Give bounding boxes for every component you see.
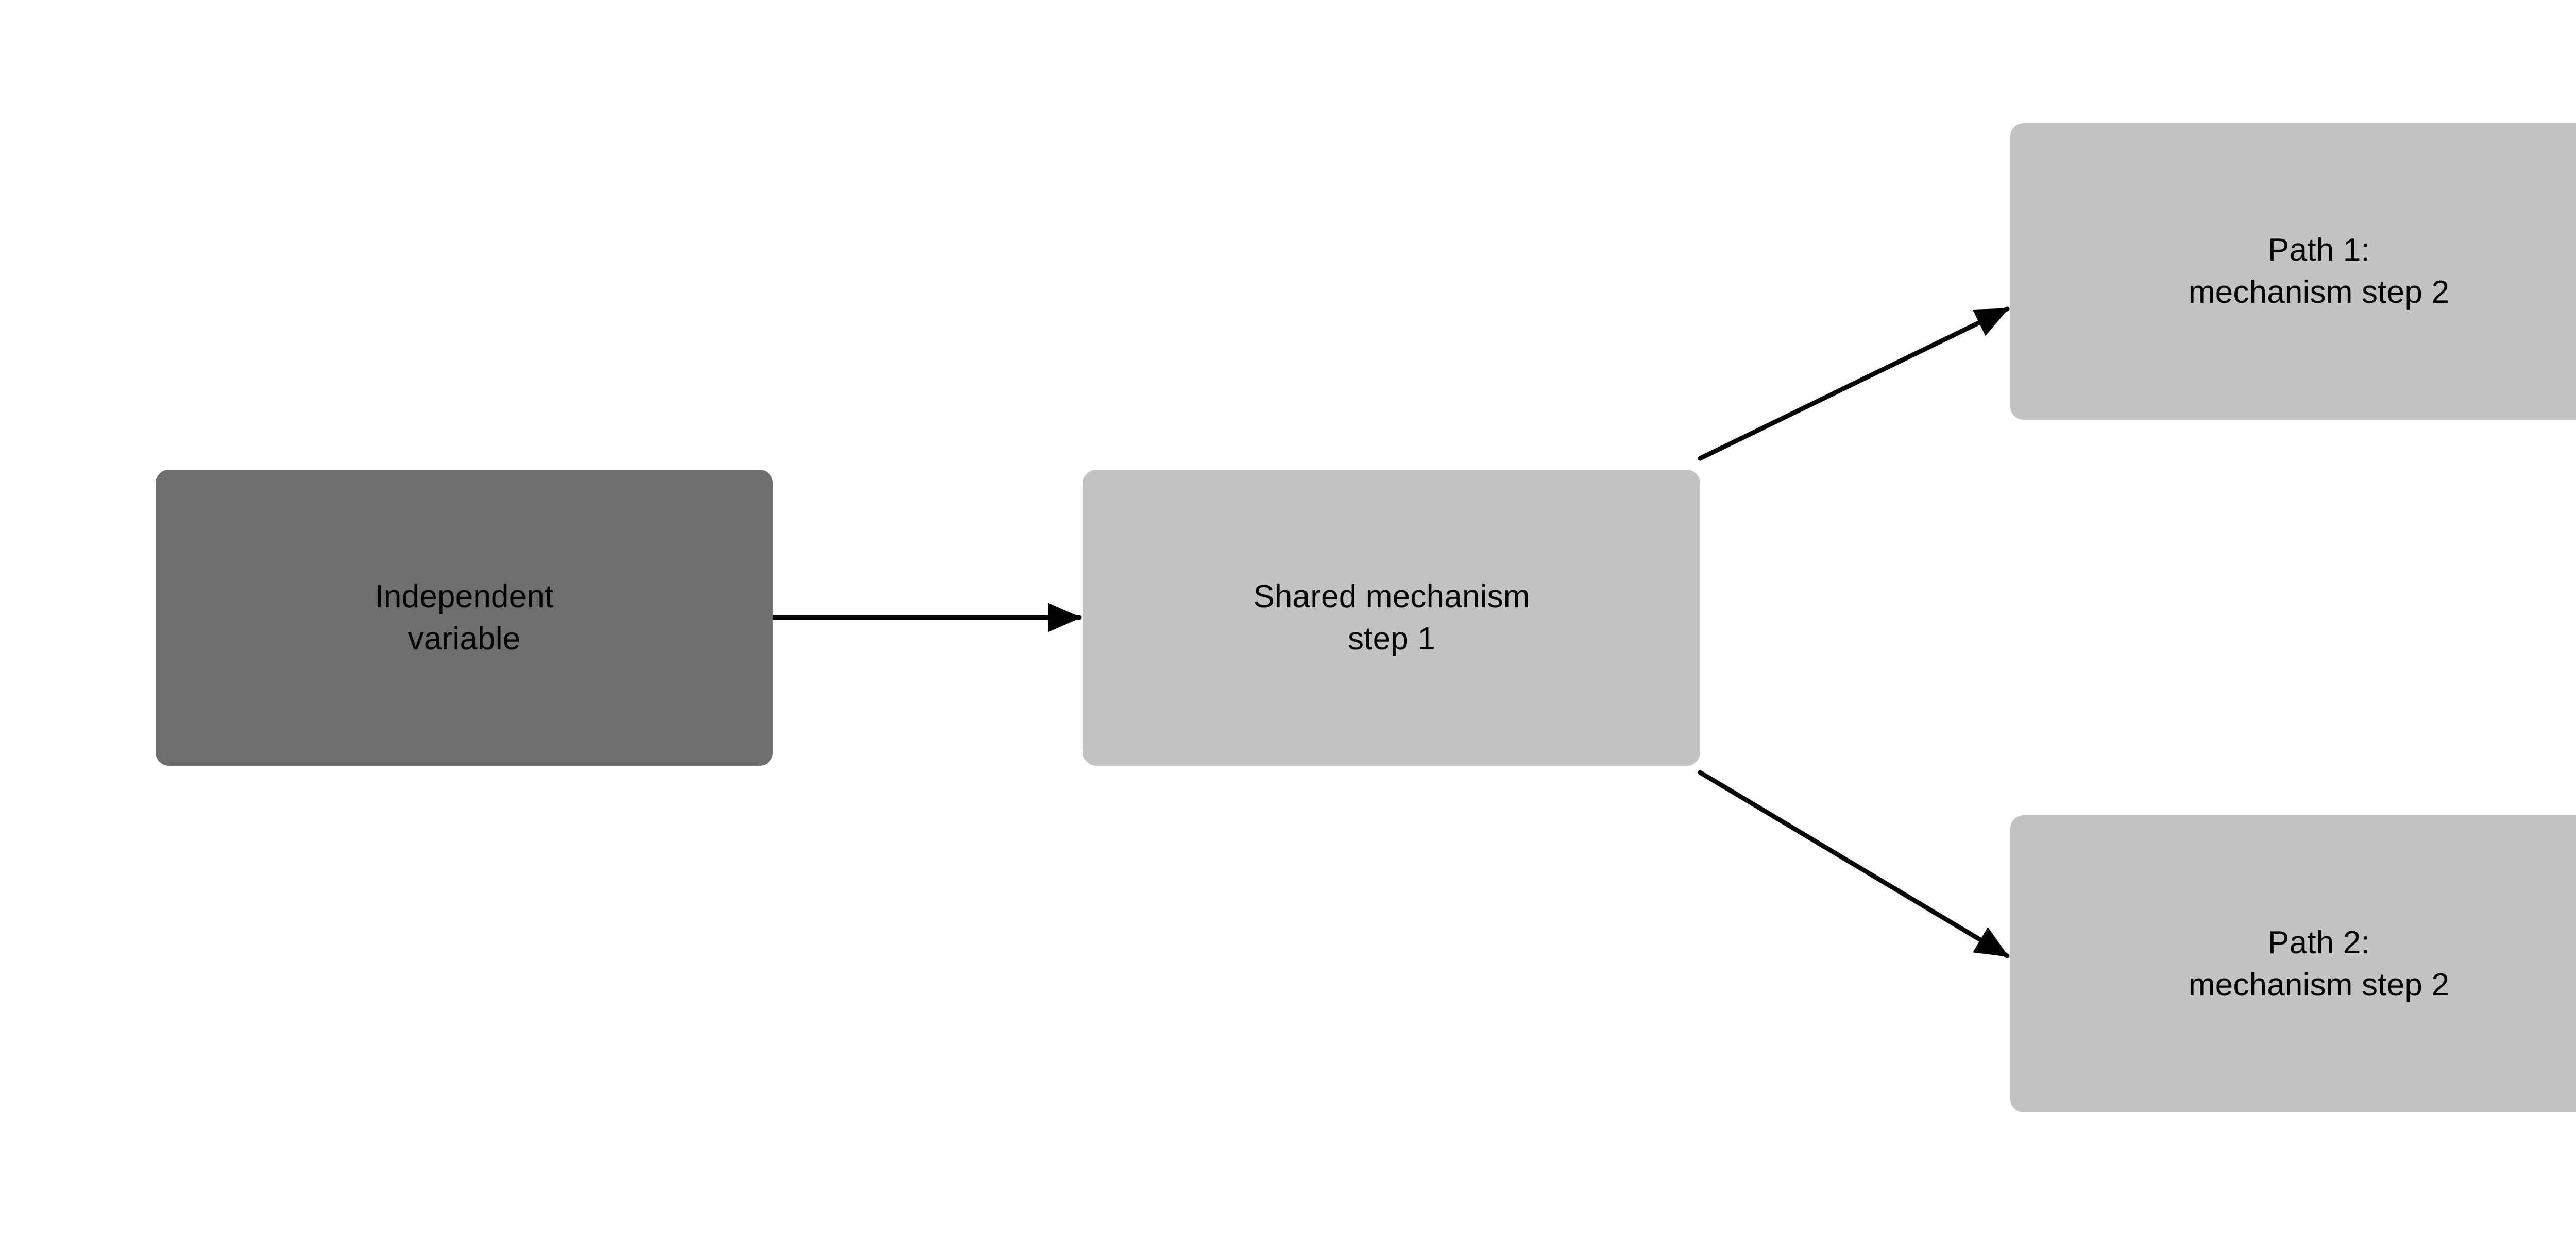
node-path-2-mechanism-step-2-label: Path 2: mechanism step 2 [2188, 924, 2450, 1003]
node-independent-variable-label: Independent variable [375, 578, 554, 657]
node-shared-mechanism-step-1[interactable]: Shared mechanism step 1 [1083, 470, 1700, 766]
node-path-1-mechanism-step-2-label: Path 1: mechanism step 2 [2188, 232, 2450, 310]
node-path-2-mechanism-step-2[interactable]: Path 2: mechanism step 2 [2010, 815, 2576, 1112]
node-shared-mechanism-step-1-label: Shared mechanism step 1 [1253, 578, 1530, 657]
edge-shared-path1 [1698, 306, 2010, 461]
node-path-1-mechanism-step-2[interactable]: Path 1: mechanism step 2 [2010, 123, 2576, 420]
edge-shared-path2 [1698, 770, 2010, 958]
node-independent-variable[interactable]: Independent variable [156, 470, 773, 766]
